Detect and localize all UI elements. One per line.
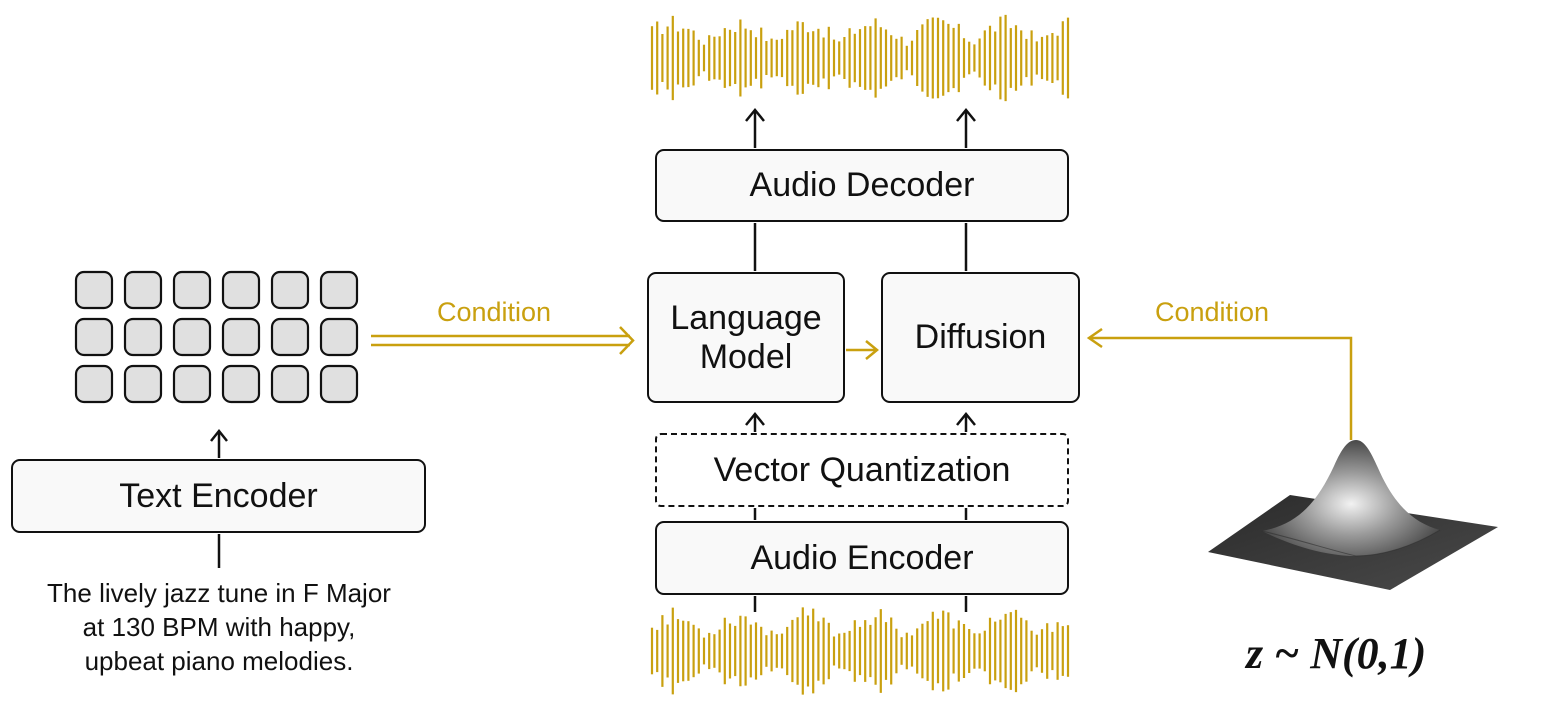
vector-quantization-block: Vector Quantization xyxy=(655,433,1069,507)
language-model-label-line2: Model xyxy=(699,337,793,376)
audio-encoder-block: Audio Encoder xyxy=(655,521,1069,595)
token-cell xyxy=(123,364,163,404)
audio-decoder-label: Audio Decoder xyxy=(749,166,975,205)
input-waveform-icon xyxy=(650,607,1070,695)
prompt-line-2: at 130 BPM with happy, xyxy=(82,612,356,642)
output-waveform-icon xyxy=(650,14,1070,102)
token-cell xyxy=(319,317,359,357)
diffusion-block: Diffusion xyxy=(881,272,1080,403)
audio-encoder-label: Audio Encoder xyxy=(750,538,974,577)
condition-label-left: Condition xyxy=(437,297,552,327)
prompt-line-1: The lively jazz tune in F Major xyxy=(47,578,391,608)
language-model-block: Language Model xyxy=(647,272,845,403)
token-cell xyxy=(319,270,359,310)
condition-connectors xyxy=(371,326,1353,440)
text-prompt: The lively jazz tune in F Major at 130 B… xyxy=(9,576,429,678)
noise-condition-arrowhead xyxy=(1086,327,1103,349)
audio-decoder-block: Audio Decoder xyxy=(655,149,1069,222)
token-cell xyxy=(221,270,261,310)
vq-to-diffusion-arrowhead xyxy=(956,412,976,426)
lm-to-diffusion-arrowhead xyxy=(865,340,879,360)
token-cell xyxy=(74,364,114,404)
noise-distribution-formula: z ~ N(0,1) xyxy=(1246,629,1427,678)
language-model-label-line1: Language xyxy=(670,299,822,338)
noise-condition-line xyxy=(1090,336,1353,440)
gaussian-surface-icon xyxy=(1208,440,1498,590)
condition-label-right: Condition xyxy=(1155,297,1270,327)
token-cell xyxy=(74,270,114,310)
text-encoder-label: Text Encoder xyxy=(119,476,318,515)
prompt-line-3: upbeat piano melodies. xyxy=(84,646,354,676)
token-cell xyxy=(270,317,310,357)
token-cell xyxy=(123,270,163,310)
token-cell xyxy=(172,364,212,404)
vq-to-lm-arrowhead xyxy=(745,412,765,426)
black-connectors xyxy=(210,108,976,612)
token-cell xyxy=(172,317,212,357)
decoder-out-arrowhead-right xyxy=(956,108,976,122)
token-cell xyxy=(74,317,114,357)
text-condition-arrowhead xyxy=(619,326,635,355)
token-cell xyxy=(270,270,310,310)
vector-quantization-label: Vector Quantization xyxy=(713,450,1011,489)
token-cell xyxy=(319,364,359,404)
token-cell xyxy=(221,364,261,404)
decoder-out-arrowhead-left xyxy=(745,108,765,122)
text-embedding-token-grid xyxy=(74,270,359,404)
token-cell xyxy=(270,364,310,404)
encoder-to-tokens-arrowhead xyxy=(210,428,228,442)
token-cell xyxy=(123,317,163,357)
token-cell xyxy=(221,317,261,357)
diffusion-label: Diffusion xyxy=(914,318,1047,357)
text-encoder-block: Text Encoder xyxy=(11,459,426,533)
token-cell xyxy=(172,270,212,310)
